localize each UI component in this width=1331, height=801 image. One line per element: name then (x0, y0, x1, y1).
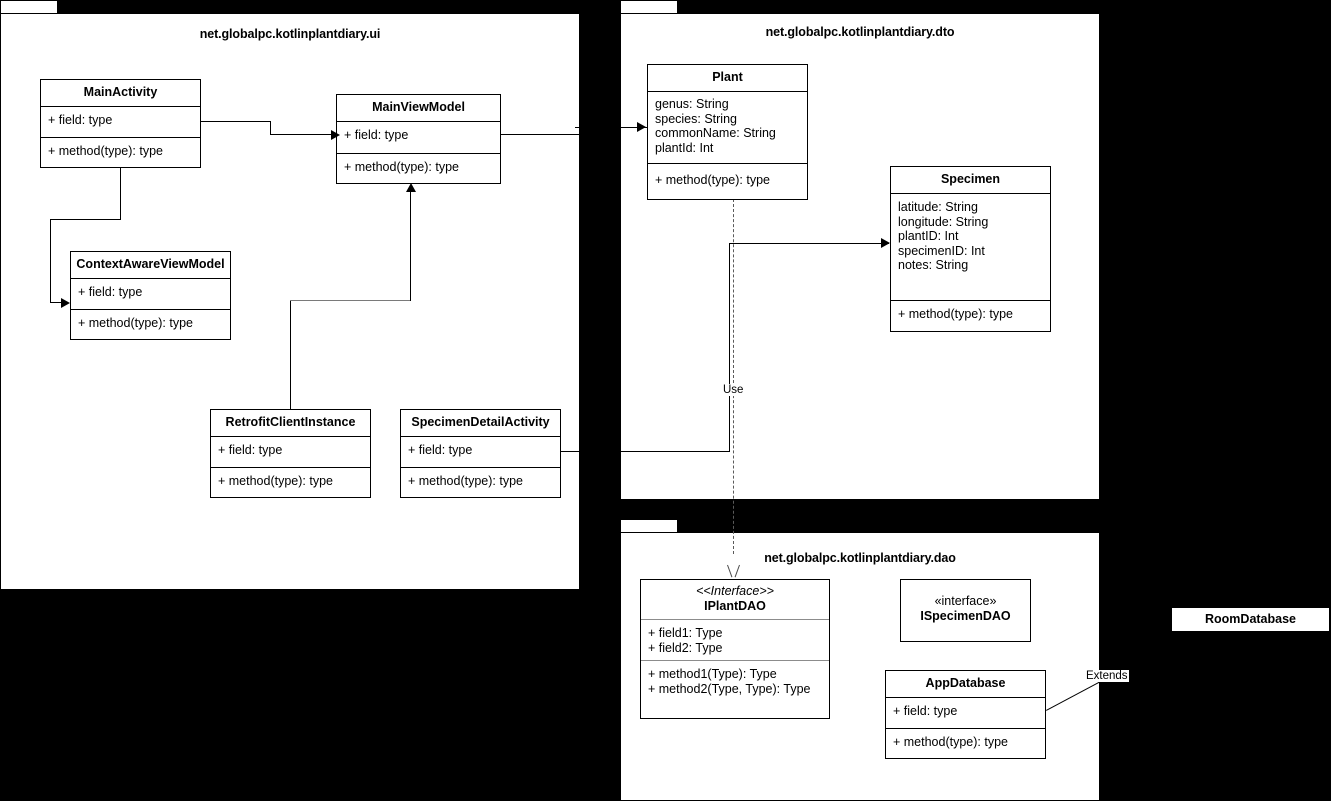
class-methods-mainactivity: + method(type): type (41, 137, 200, 168)
edge-mainactivity-to-contextaware-seg3 (50, 219, 51, 303)
package-title-ui: net.globalpc.kotlinplantdiary.ui (199, 27, 381, 41)
class-box-roomdatabase[interactable]: RoomDatabase (1171, 607, 1330, 632)
class-stereotype-ispecimendao: «interface» (934, 594, 997, 608)
class-methods-mainviewmodel: + method(type): type (337, 153, 500, 185)
class-name-specimendetailactivity: SpecimenDetailActivity (411, 415, 550, 429)
class-name-appdatabase: AppDatabase (925, 676, 1006, 690)
arrowhead-mainactivity-to-contextaware (61, 298, 70, 308)
arrow-open-right-stroke (734, 564, 740, 578)
class-box-mainactivity[interactable]: MainActivity + field: type + method(type… (40, 79, 201, 168)
arrowhead-mainviewmodel-to-plant (637, 122, 646, 132)
class-box-mainviewmodel[interactable]: MainViewModel + field: type + method(typ… (336, 94, 501, 184)
class-name-retrofitclientinstance: RetrofitClientInstance (225, 415, 356, 429)
class-name-contextawareviewmodel: ContextAwareViewModel (76, 257, 225, 271)
class-title-iplantdao: IPlantDAO (704, 599, 766, 613)
edge-retrofit-to-mainviewmodel-seg3 (410, 190, 411, 301)
class-stereotype-iplantdao: <<Interface>> (696, 584, 774, 598)
class-name-ispecimendao: «interface» ISpecimenDAO (901, 580, 1030, 630)
class-methods-specimendetailactivity: + method(type): type (401, 467, 560, 498)
edge-mainactivity-to-mainviewmodel-seg3 (270, 134, 333, 135)
package-tab-ui (0, 0, 58, 14)
class-methods-plant: + method(type): type (648, 163, 807, 199)
edge-mainviewmodel-to-plant-seg3 (579, 127, 580, 135)
class-box-contextawareviewmodel[interactable]: ContextAwareViewModel + field: type + me… (70, 251, 231, 340)
class-name-iplantdao: <<Interface>> IPlantDAO (641, 580, 829, 619)
class-fields-plant: genus: String species: String commonName… (648, 91, 807, 163)
edge-mainviewmodel-to-plant-seg1 (500, 134, 580, 135)
edge-specimendetail-to-specimen-seg4 (729, 243, 889, 244)
arrowhead-mainactivity-to-mainviewmodel (331, 130, 340, 140)
class-fields-specimen: latitude: String longitude: String plant… (891, 193, 1050, 300)
edge-mainactivity-to-mainviewmodel-seg1 (201, 121, 271, 122)
class-fields-appdatabase: + field: type (886, 697, 1045, 728)
arrowhead-retrofit-to-mainviewmodel (406, 183, 416, 192)
edge-plant-uses-iplantdao (733, 199, 734, 554)
arrow-open-left-stroke (727, 564, 733, 578)
package-title-dto: net.globalpc.kotlinplantdiary.dto (765, 25, 955, 39)
class-fields-mainactivity: + field: type (41, 106, 200, 137)
class-box-ispecimendao[interactable]: «interface» ISpecimenDAO (900, 579, 1031, 642)
class-name-specimen: Specimen (940, 172, 1001, 186)
edge-mainactivity-to-contextaware-seg4 (50, 302, 63, 303)
edge-retrofit-to-mainviewmodel-seg1 (290, 300, 291, 415)
package-title-dao: net.globalpc.kotlinplantdiary.dao (764, 551, 956, 565)
edge-mainactivity-to-contextaware-seg2 (50, 219, 121, 220)
class-methods-retrofitclientinstance: + method(type): type (211, 467, 370, 498)
package-tab-dto (620, 0, 678, 14)
class-box-plant[interactable]: Plant genus: String species: String comm… (647, 64, 808, 200)
class-name-plant: Plant (712, 70, 743, 84)
class-box-iplantdao[interactable]: <<Interface>> IPlantDAO + field1: Type +… (640, 579, 830, 719)
edge-label-extends: Extends (1085, 670, 1129, 682)
class-fields-retrofitclientinstance: + field: type (211, 436, 370, 467)
class-box-retrofitclientinstance[interactable]: RetrofitClientInstance + field: type + m… (210, 409, 371, 498)
edge-retrofit-to-mainviewmodel-seg2 (290, 300, 411, 301)
edge-specimendetail-to-specimen-seg2 (620, 451, 730, 452)
class-name-mainactivity: MainActivity (83, 85, 158, 99)
edge-label-use: Use (722, 384, 745, 396)
class-name-mainviewmodel: MainViewModel (372, 100, 465, 114)
class-box-appdatabase[interactable]: AppDatabase + field: type + method(type)… (885, 670, 1046, 759)
class-box-specimen[interactable]: Specimen latitude: String longitude: Str… (890, 166, 1051, 332)
class-methods-iplantdao: + method1(Type): Type + method2(Type, Ty… (641, 660, 829, 717)
class-fields-specimendetailactivity: + field: type (401, 436, 560, 467)
class-methods-contextawareviewmodel: + method(type): type (71, 309, 230, 340)
edge-specimendetail-to-specimen-seg1 (560, 451, 580, 452)
class-fields-contextawareviewmodel: + field: type (71, 278, 230, 309)
class-fields-iplantdao: + field1: Type + field2: Type (641, 619, 829, 660)
edge-mainactivity-to-mainviewmodel-seg2 (270, 121, 271, 135)
class-name-roomdatabase: RoomDatabase (1205, 612, 1296, 626)
arrowhead-specimendetail-to-specimen (881, 238, 890, 248)
class-methods-specimen: + method(type): type (891, 300, 1050, 332)
class-box-specimendetailactivity[interactable]: SpecimenDetailActivity + field: type + m… (400, 409, 561, 498)
class-fields-mainviewmodel: + field: type (337, 121, 500, 153)
edge-mainviewmodel-to-plant-seg4 (620, 127, 648, 128)
edge-mainviewmodel-to-plant-seg2 (575, 127, 581, 128)
edge-specimendetail-to-specimen-seg3 (729, 243, 730, 452)
package-tab-dao (620, 519, 678, 533)
class-methods-appdatabase: + method(type): type (886, 728, 1045, 759)
arrowhead-plant-uses-iplantdao (727, 564, 740, 579)
class-title-ispecimendao: ISpecimenDAO (920, 609, 1011, 623)
edge-mainactivity-to-contextaware-seg1 (120, 167, 121, 220)
